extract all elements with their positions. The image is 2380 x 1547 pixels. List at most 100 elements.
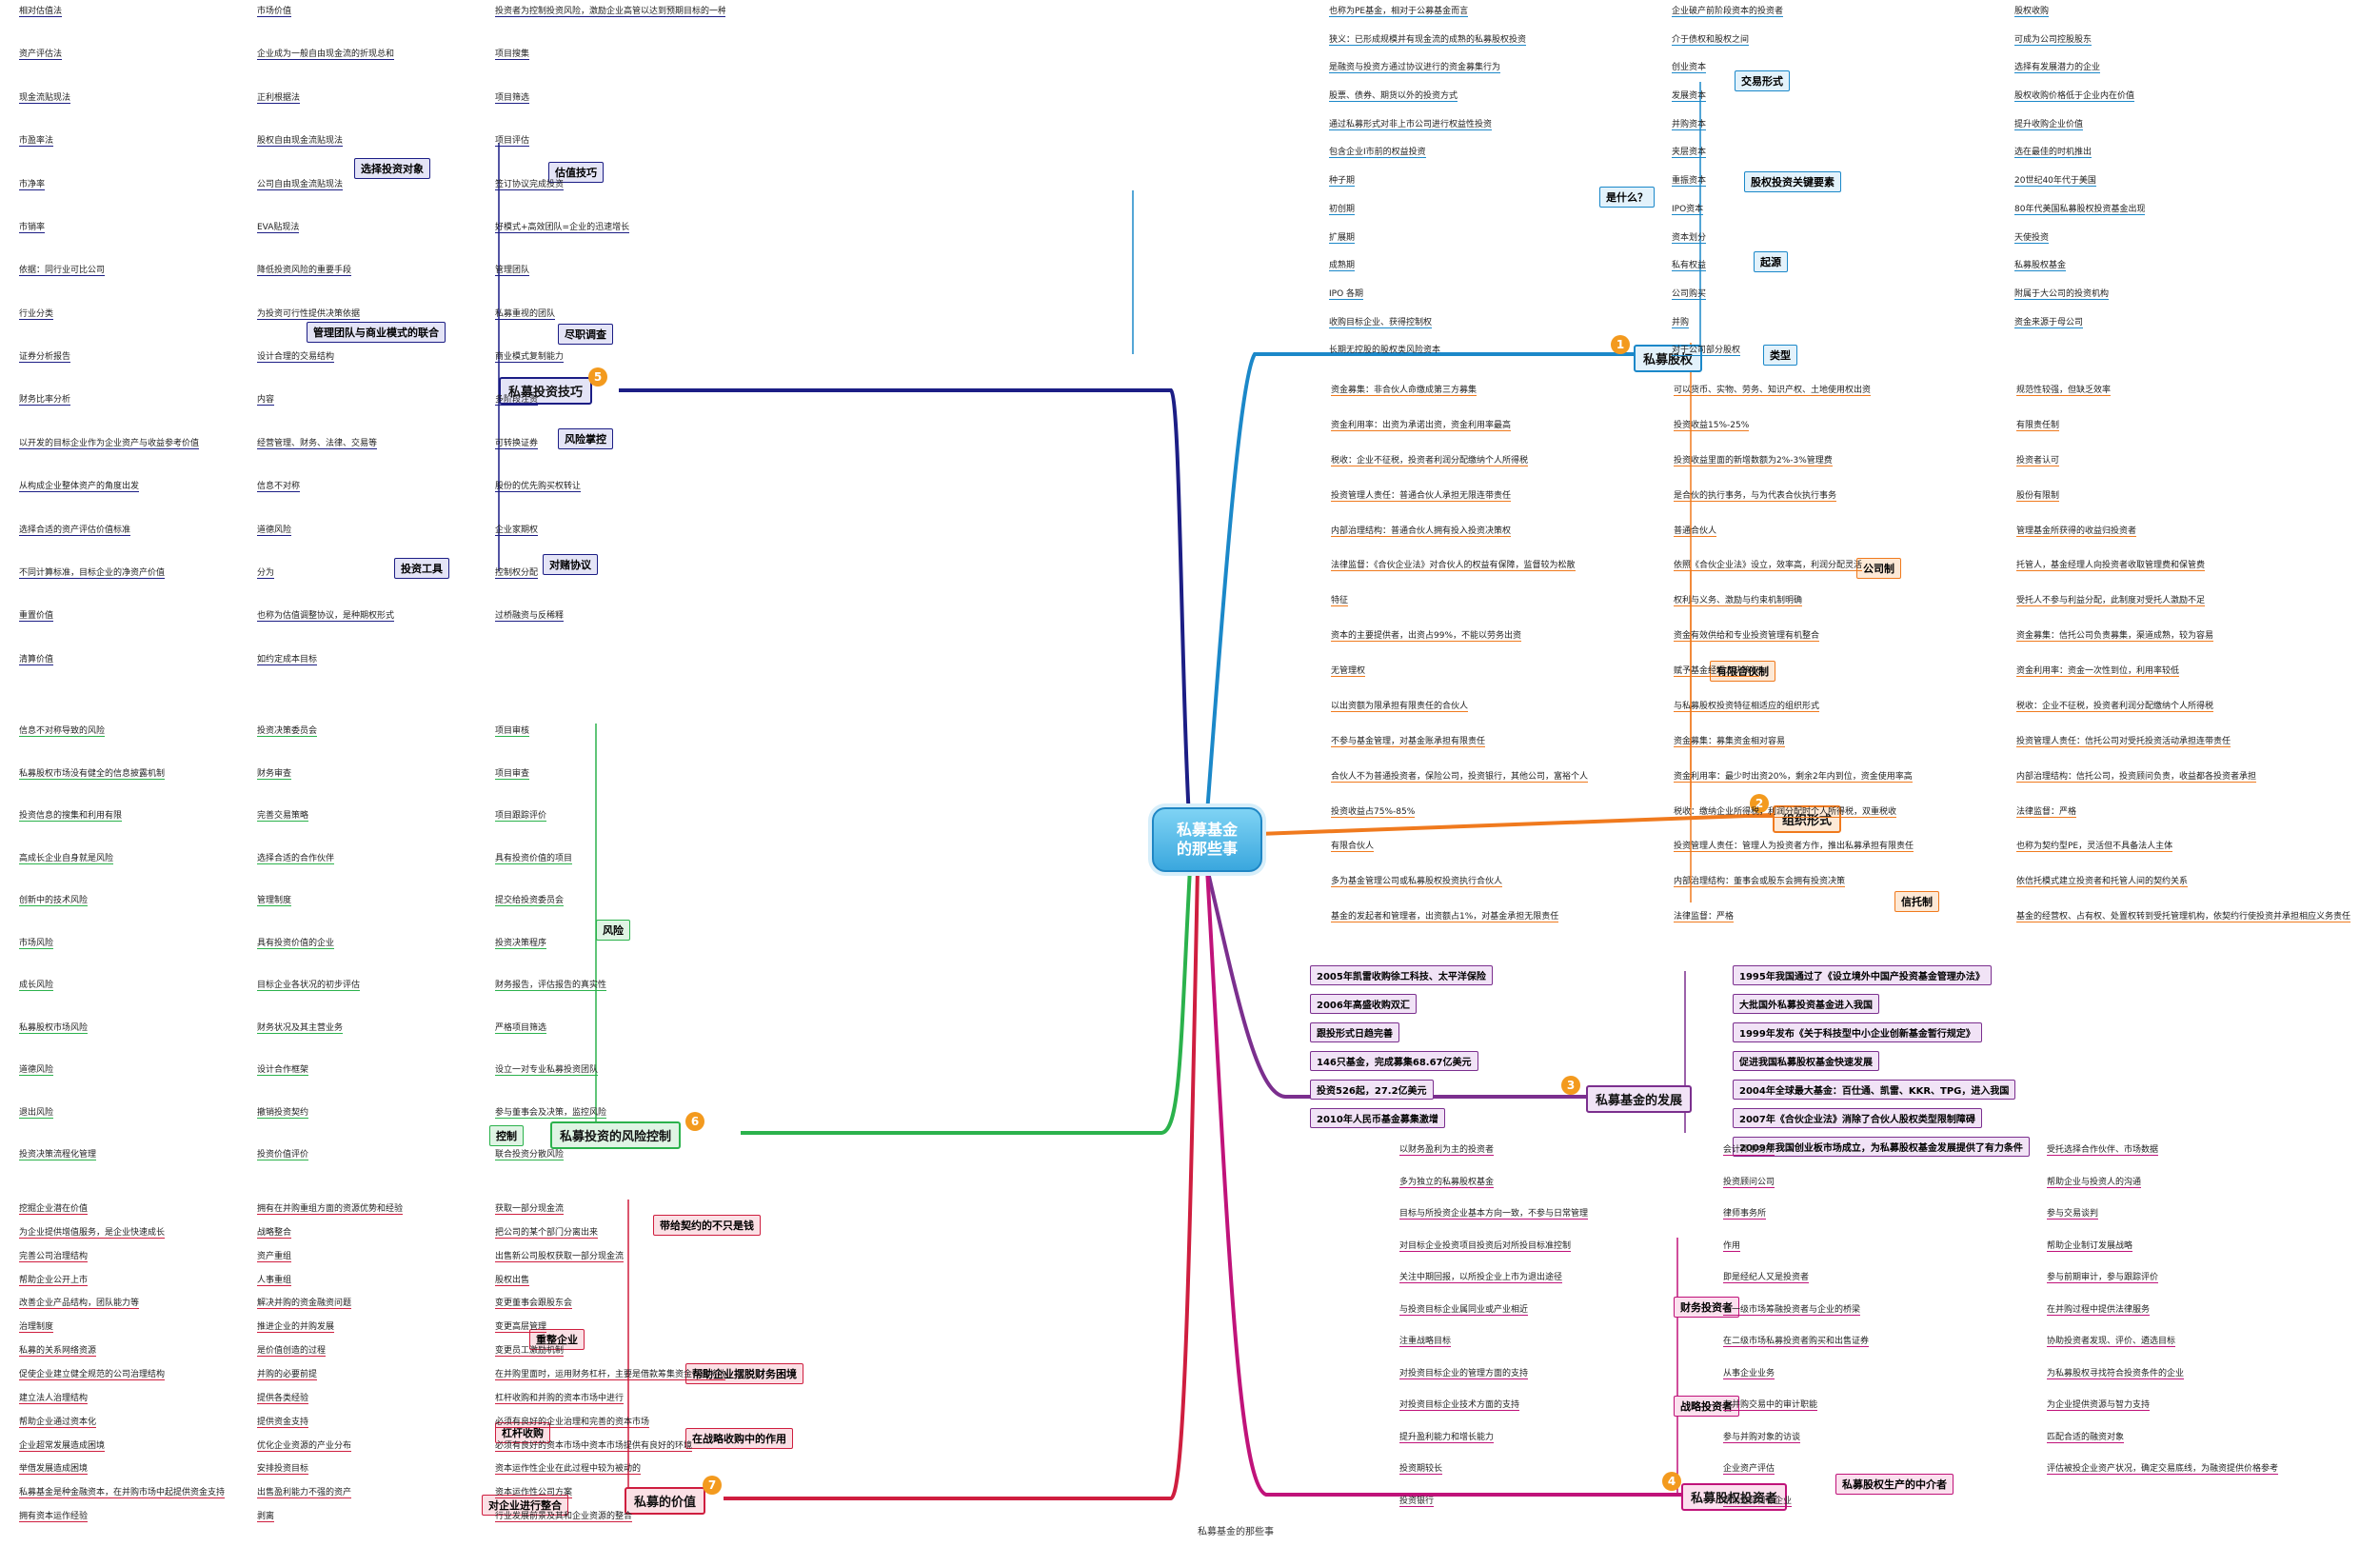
leaf-node[interactable]: 提供资金支持: [257, 1415, 309, 1428]
leaf-node[interactable]: 投资银行: [1399, 1494, 1435, 1507]
subtopic-restructure[interactable]: 重整企业: [529, 1329, 585, 1350]
leaf-node[interactable]: 资金来源于母公司: [2014, 315, 2084, 328]
leaf-node[interactable]: 在并购过程中提供法律服务: [2047, 1302, 2151, 1316]
leaf-node[interactable]: 投资信息的搜集和利用有限: [19, 808, 123, 823]
leaf-node[interactable]: 资金利用率：出资为承诺出资，资金利用率最高: [1331, 418, 1512, 431]
leaf-node[interactable]: 初创期: [1329, 202, 1356, 215]
leaf-node[interactable]: 战略整合: [257, 1225, 292, 1239]
development-event[interactable]: 2010年人民币基金募集激增: [1310, 1108, 1445, 1128]
leaf-node[interactable]: 从构成企业整体资产的角度出发: [19, 479, 140, 493]
leaf-node[interactable]: 信息不对称导致的风险: [19, 724, 106, 737]
leaf-node[interactable]: 具有投资价值的项目: [495, 851, 573, 864]
leaf-node[interactable]: 私募股权市场风险: [19, 1021, 89, 1034]
subtopic-origin[interactable]: 起源: [1754, 251, 1788, 272]
leaf-node[interactable]: 设立一对专业私募投资团队: [495, 1062, 599, 1077]
leaf-node[interactable]: 不同计算标准，目标企业的净资产价值: [19, 565, 166, 579]
leaf-node[interactable]: 分为: [257, 565, 275, 579]
leaf-node[interactable]: 内容: [257, 392, 275, 407]
leaf-node[interactable]: 现金流贴现法: [19, 90, 71, 104]
leaf-node[interactable]: 建立法人治理结构: [19, 1391, 89, 1404]
leaf-node[interactable]: 长期无控股的股权类风险资本: [1329, 343, 1441, 357]
leaf-node[interactable]: 选择合适的合作伙伴: [257, 851, 335, 864]
subtopic-what[interactable]: 是什么？: [1599, 187, 1655, 208]
leaf-node[interactable]: 税收：缴纳企业所得税，利润分配时个人所得税，双重税收: [1674, 804, 1897, 818]
subtopic-risk-control[interactable]: 风险掌控: [558, 428, 613, 449]
leaf-node[interactable]: 相对估值法: [19, 4, 63, 17]
leaf-node[interactable]: 匹配合适的融资对象: [2047, 1430, 2125, 1443]
leaf-node[interactable]: 与私募股权投资特征相适应的组织形式: [1674, 699, 1820, 712]
leaf-node[interactable]: 投资者认可: [2016, 453, 2060, 466]
leaf-node[interactable]: 变更员工激励机制: [495, 1343, 565, 1358]
leaf-node[interactable]: 法律监督：《合伙企业法》对合伙人的权益有保障，监督较为松散: [1331, 558, 1576, 572]
leaf-node[interactable]: 并购的必要前提: [257, 1367, 318, 1380]
subtopic-type[interactable]: 类型: [1763, 345, 1797, 366]
leaf-node[interactable]: 股份有限制: [2016, 488, 2060, 502]
leaf-node[interactable]: 改善企业产品结构，团队能力等: [19, 1296, 140, 1310]
leaf-node[interactable]: 市净率: [19, 177, 46, 190]
leaf-node[interactable]: 多为独立的私募股权基金: [1399, 1175, 1495, 1188]
leaf-node[interactable]: 剥离: [257, 1509, 275, 1523]
leaf-node[interactable]: 私募股权市场没有健全的信息披露机制: [19, 766, 166, 780]
leaf-node[interactable]: 经营管理、财务、法律、交易等: [257, 436, 378, 449]
leaf-node[interactable]: 证券分析报告: [19, 349, 71, 363]
branch-private-equity[interactable]: 私募股权: [1634, 345, 1703, 372]
leaf-node[interactable]: 财务报告，评估报告的真实性: [495, 978, 607, 992]
leaf-node[interactable]: 联合投资分散风险: [495, 1147, 565, 1161]
leaf-node[interactable]: 投资价值评价: [257, 1147, 309, 1161]
leaf-node[interactable]: 参与董事会及决策，监控风险: [495, 1105, 607, 1119]
leaf-node[interactable]: 过桥融资与反稀释: [495, 608, 565, 623]
leaf-node[interactable]: 提升收购企业价值: [2014, 117, 2084, 130]
leaf-node[interactable]: 安排投资目标: [257, 1461, 309, 1476]
leaf-node[interactable]: 有限责任制: [2016, 418, 2060, 431]
leaf-node[interactable]: 挖掘企业潜在价值: [19, 1201, 89, 1215]
leaf-node[interactable]: 资产评估法: [19, 47, 63, 61]
leaf-node[interactable]: 重振资本: [1672, 173, 1707, 188]
leaf-node[interactable]: 投资管理人责任：管理人为投资者方作，推出私募承担有限责任: [1674, 839, 1914, 853]
branch-investment-skills[interactable]: 私募投资技巧: [499, 377, 593, 405]
leaf-node[interactable]: 股份的优先购买权转让: [495, 479, 582, 493]
leaf-node[interactable]: 依据：同行业可比公司: [19, 263, 106, 277]
leaf-node[interactable]: 降低投资风险的重要手段: [257, 263, 352, 277]
leaf-node[interactable]: 在并购里面时，运用财务杠杆，主要是借款筹集资金，再将收购和资金的一种资本运作方式: [495, 1367, 725, 1380]
subtopic-integration[interactable]: 对企业进行整合: [482, 1495, 568, 1516]
leaf-node[interactable]: 市场价值: [257, 4, 292, 17]
leaf-node[interactable]: 资金利用率：资金一次性到位，利用率较低: [2016, 664, 2180, 677]
leaf-node[interactable]: 治理制度: [19, 1319, 54, 1334]
leaf-node[interactable]: 并购资本: [1672, 117, 1707, 130]
leaf-node[interactable]: 法律监督：严格: [2016, 804, 2077, 818]
leaf-node[interactable]: 出售新公司股权获取一部分现金流: [495, 1249, 625, 1262]
leaf-node[interactable]: 协助投资者发现、评价、遴选目标: [2047, 1334, 2176, 1347]
leaf-node[interactable]: 作用: [1723, 1239, 1741, 1252]
leaf-node[interactable]: 具有投资价值的企业: [257, 936, 335, 949]
leaf-node[interactable]: 市盈率法: [19, 133, 54, 148]
leaf-node[interactable]: 股权自由现金流贴现法: [257, 133, 344, 148]
leaf-node[interactable]: 参与前期审计，参与跟踪评价: [2047, 1270, 2159, 1283]
leaf-node[interactable]: 项目跟踪评价: [495, 808, 547, 823]
leaf-node[interactable]: 对于公司部分股权: [1672, 343, 1741, 357]
development-event[interactable]: 投资526起，27.2亿美元: [1310, 1080, 1434, 1100]
leaf-node[interactable]: 资本运作性企业在此过程中较为被动的: [495, 1461, 642, 1476]
subtopic-control[interactable]: 控制: [489, 1125, 524, 1146]
leaf-node[interactable]: 内部治理结构：信托公司，投资顾问负责，收益都各投资者承担: [2016, 769, 2257, 783]
leaf-node[interactable]: 商业模式复制能力: [495, 349, 565, 363]
development-event[interactable]: 大批国外私募投资基金进入我国: [1733, 994, 1879, 1014]
leaf-node[interactable]: 项目评估: [495, 133, 530, 148]
leaf-node[interactable]: 财务审查: [257, 766, 292, 780]
leaf-node[interactable]: 项目搜集: [495, 47, 530, 61]
development-event[interactable]: 2005年凯雷收购徐工科技、太平洋保险: [1310, 965, 1493, 985]
leaf-node[interactable]: 附属于大公司的投资机构: [2014, 287, 2110, 300]
development-event[interactable]: 跟投形式日趋完善: [1310, 1022, 1399, 1042]
leaf-node[interactable]: IPO资本: [1672, 202, 1704, 215]
leaf-node[interactable]: 投资管理人责任：普通合伙人承担无限连带责任: [1331, 488, 1512, 502]
leaf-node[interactable]: 私募重视的团队: [495, 307, 556, 320]
leaf-node[interactable]: 退出风险: [19, 1105, 54, 1119]
leaf-node[interactable]: 设计合作框架: [257, 1062, 309, 1077]
leaf-node[interactable]: 道德风险: [257, 523, 292, 536]
leaf-node[interactable]: 正利根据法: [257, 90, 301, 104]
leaf-node[interactable]: 出售盈利能力不强的资产: [257, 1485, 352, 1499]
leaf-node[interactable]: 并购: [1672, 315, 1690, 328]
development-event[interactable]: 2007年《合伙企业法》消除了合伙人股权类型限制障碍: [1733, 1108, 1982, 1128]
subtopic-strategic-investor[interactable]: 战略投资者: [1674, 1396, 1739, 1417]
leaf-node[interactable]: 选在最佳的时机推出: [2014, 145, 2092, 159]
leaf-node[interactable]: 设计合理的交易结构: [257, 349, 335, 363]
